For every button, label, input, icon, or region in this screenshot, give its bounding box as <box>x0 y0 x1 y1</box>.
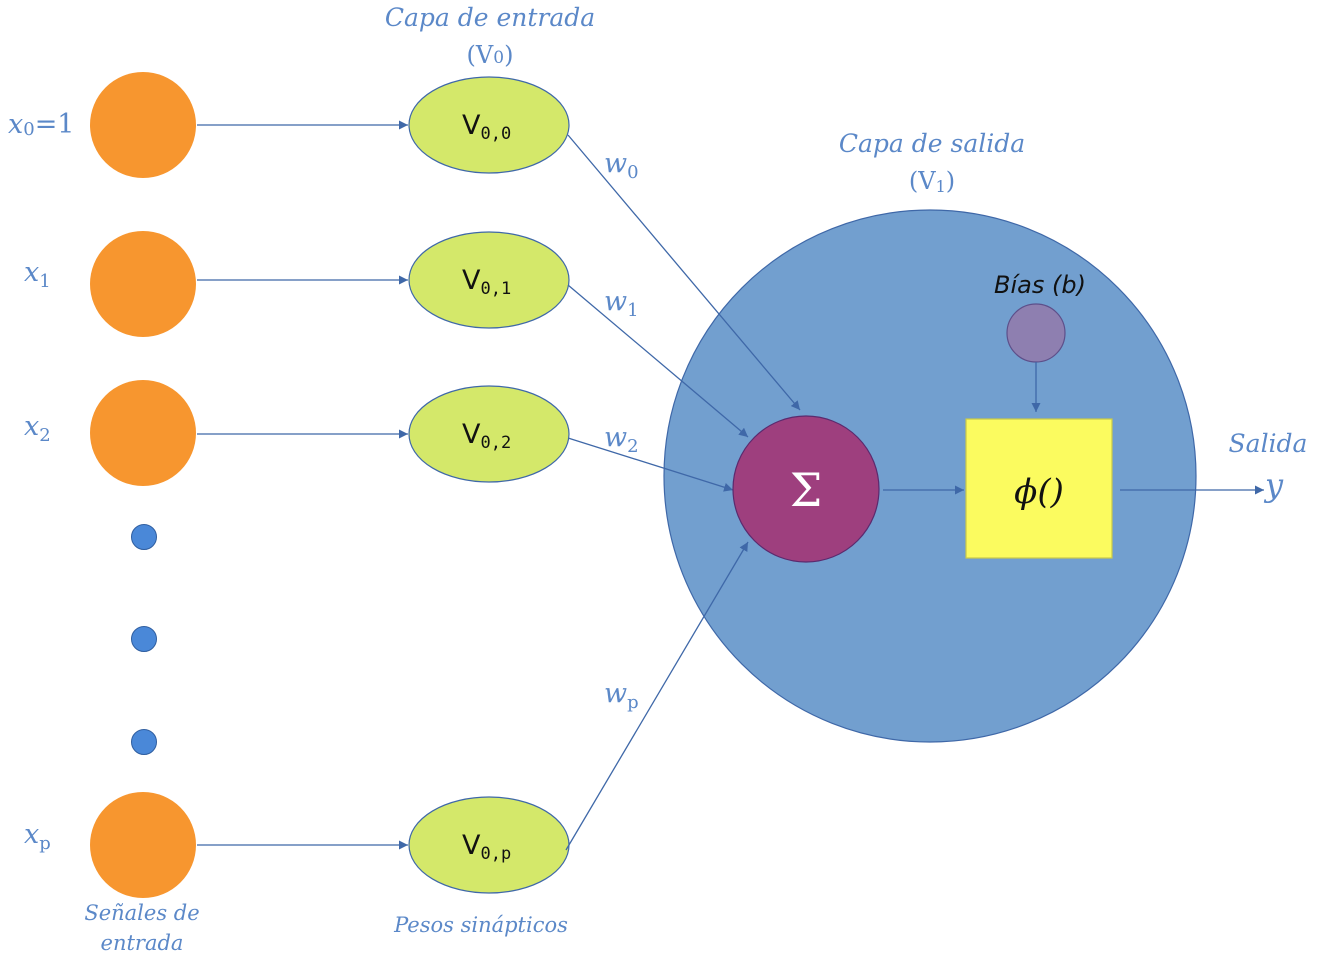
ellipsis-dot-1 <box>131 524 157 550</box>
synaptic-weights-caption: Pesos sinápticos <box>393 913 568 937</box>
ellipsis-dot-3 <box>131 729 157 755</box>
input-layer-node-1 <box>408 231 570 329</box>
ellipsis-dot-2 <box>131 626 157 652</box>
input-label-xp: xp <box>24 819 51 854</box>
bias-label: Bías (b) <box>994 271 1086 299</box>
input-signals-caption-line2: entrada <box>101 931 184 955</box>
input-node-label-p: V0,p <box>462 830 511 864</box>
weight-edge-2 <box>567 437 734 492</box>
activation-symbol: ϕ() <box>1014 472 1064 512</box>
summation-symbol: Σ <box>790 463 823 517</box>
weight-label-0: w0 <box>604 148 639 183</box>
input-signal-node-2 <box>90 380 196 486</box>
activation-function-box <box>965 418 1113 559</box>
input-node-label-2: V0,2 <box>462 419 511 453</box>
input-signal-node-1 <box>90 231 196 337</box>
input-layer-node-0 <box>408 76 570 174</box>
weight-edge-0 <box>567 134 801 411</box>
output-layer-symbol: (V1) <box>909 167 955 196</box>
input-node-label-1: V0,1 <box>462 265 511 299</box>
input-label-x2: x2 <box>24 411 51 446</box>
input-layer-title: Capa de entrada <box>385 3 595 32</box>
weight-label-1: w1 <box>604 286 639 321</box>
weight-label-p: wp <box>604 678 639 713</box>
weight-label-2: w2 <box>604 422 639 457</box>
weight-edge-p <box>565 541 749 851</box>
output-symbol: y <box>1263 466 1284 504</box>
input-node-label-0: V0,0 <box>462 110 511 144</box>
input-layer-symbol: (V0) <box>467 41 514 69</box>
input-label-x1: x1 <box>24 257 51 292</box>
input-signal-node-0 <box>90 72 196 178</box>
input-signal-node-p <box>90 792 196 898</box>
summation-node <box>732 415 880 563</box>
weight-edge-1 <box>567 284 749 438</box>
input-signals-caption-line1: Señales de <box>84 901 199 925</box>
bias-node <box>1006 303 1066 363</box>
input-label-x0: x0=1 <box>8 109 75 140</box>
output-label: Salida <box>1229 429 1308 458</box>
output-layer-title: Capa de salida <box>839 129 1025 158</box>
input-layer-node-2 <box>408 385 570 483</box>
